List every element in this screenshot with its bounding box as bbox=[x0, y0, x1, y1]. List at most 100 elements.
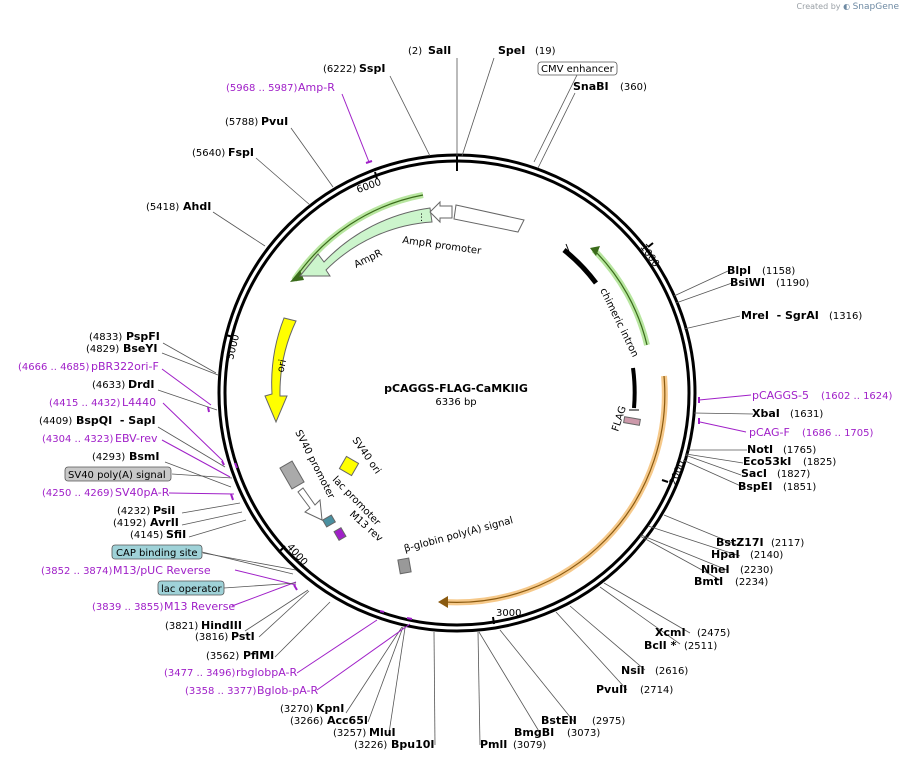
ori-label: ori bbox=[276, 358, 289, 373]
enzyme-pos-bstEII: (2975) bbox=[592, 716, 625, 727]
enzyme-pos-hindIII: (3821) bbox=[165, 621, 198, 632]
enzyme-site-hpaI: HpaI(2140) bbox=[711, 548, 783, 561]
enzyme-name-salI: SalI bbox=[428, 44, 451, 57]
enzyme-name-bclI: BclI * bbox=[644, 639, 677, 652]
enzyme-name-nsiI: NsiI bbox=[621, 664, 645, 677]
enzyme-pos-bsmI: (4293) bbox=[92, 452, 125, 463]
primer-name-pbr322ori-f: pBR322ori-F bbox=[91, 360, 159, 373]
plasmid-name: pCAGGS-FLAG-CaMKIIG bbox=[384, 382, 528, 395]
enzyme-site-acc65I: (3266)Acc65I bbox=[290, 714, 368, 727]
orange-feature-arrowhead bbox=[438, 596, 448, 608]
ampr-promoter-feature bbox=[453, 204, 525, 233]
enzyme-site-pspFI: (4833)PspFI bbox=[89, 330, 160, 343]
enzyme-pos-notI: (1765) bbox=[783, 445, 816, 456]
tick-label-6000: 6000 bbox=[355, 177, 383, 196]
enzyme-pos-avrII: (4192) bbox=[113, 518, 146, 529]
enzyme-site-psiI: (4232)PsiI bbox=[117, 504, 175, 517]
enzyme-pos-snaBI: (360) bbox=[620, 82, 647, 93]
lac-promoter-feature bbox=[321, 514, 337, 528]
beta-globin-feature bbox=[397, 557, 412, 575]
enzyme-name-acc65I: Acc65I bbox=[327, 714, 368, 727]
enzyme-pos-pstI: (3816) bbox=[195, 632, 228, 643]
enzyme-site-bpu10I: (3226)Bpu10I bbox=[354, 738, 435, 751]
enzyme-name-pflMI: PflMI bbox=[243, 649, 274, 662]
enzyme-name-notI: NotI bbox=[747, 443, 773, 456]
enzyme-pos-pmlI: (3079) bbox=[513, 740, 546, 751]
enzyme-site-snaBI: SnaBI(360) bbox=[573, 80, 647, 93]
enzyme-name-bsmI: BsmI bbox=[129, 450, 160, 463]
primer-range-pbr322ori-f: (4666 .. 4685) bbox=[18, 362, 90, 373]
flag-black-segment bbox=[631, 367, 637, 409]
enzyme-pos-pvuII: (2714) bbox=[640, 685, 673, 696]
enzyme-site-fspI: (5640)FspI bbox=[192, 146, 254, 159]
ampr-highlight-line bbox=[293, 194, 424, 281]
enzyme-name-kpnI: KpnI bbox=[316, 702, 344, 715]
tick-label-1000: 1000 bbox=[638, 242, 662, 269]
enzyme-name-mreI: MreI - SgrAI bbox=[741, 309, 819, 322]
cap-binding-site-label-box: CAP binding site bbox=[111, 544, 203, 560]
tick-label-4000: 4000 bbox=[284, 542, 309, 568]
ampr-highlight-arrowhead bbox=[290, 270, 304, 282]
enzyme-site-nheI: NheI(2230) bbox=[701, 563, 773, 576]
enzyme-pos-drdI: (4633) bbox=[92, 380, 125, 391]
primer-name-m13-reverse: M13 Reverse bbox=[164, 600, 235, 613]
enzyme-name-bstEII: BstEII bbox=[541, 714, 577, 727]
enzyme-pos-sacI: (1827) bbox=[777, 469, 810, 480]
enzyme-pos-bclI: (2511) bbox=[684, 641, 717, 652]
chimeric-intron-label: chimeric intron bbox=[597, 286, 640, 359]
enzyme-site-mreI: MreI - SgrAI(1316) bbox=[741, 309, 862, 322]
enzyme-site-bseYI: (4829)BseYI bbox=[86, 342, 157, 355]
enzyme-pos-bmgBI: (3073) bbox=[567, 728, 600, 739]
enzyme-site-xbaI: XbaI(1631) bbox=[752, 407, 823, 420]
enzyme-site-speI: SpeI (19) bbox=[498, 44, 556, 57]
ampr-dots: ⋮ bbox=[417, 213, 426, 223]
boxed-leader-lines bbox=[171, 74, 578, 589]
ampr-promoter-label: AmpR promoter bbox=[402, 235, 483, 257]
enzyme-pos-speI: (19) bbox=[535, 46, 556, 57]
enzyme-site-pstI: (3816)PstI bbox=[195, 630, 255, 643]
enzyme-name-pstI: PstI bbox=[231, 630, 255, 643]
enzyme-site-eco53kI: Eco53kI(1825) bbox=[743, 455, 836, 468]
sv40-polya-label-box: SV40 poly(A) signal bbox=[64, 466, 172, 482]
primer-range-bglob-pa-r: (3358 .. 3377) bbox=[185, 686, 257, 697]
primer-ebv-rev: (4304 .. 4323)EBV-rev bbox=[42, 432, 158, 445]
tick-label-2000: 2000 bbox=[668, 459, 688, 487]
enzyme-name-hindIII: HindIII bbox=[201, 619, 242, 632]
enzyme-pos-bspEI: (1851) bbox=[783, 482, 816, 493]
primer-leader-lines bbox=[161, 93, 752, 691]
primer-m13-puc-reverse: (3852 .. 3874)M13/pUC Reverse bbox=[41, 564, 211, 577]
primer-range-amp-r: (5968 .. 5987) bbox=[226, 83, 298, 94]
snapgene-logo-icon: ◐ bbox=[843, 2, 851, 11]
primer-range-pcaggs-5: (1602 .. 1624) bbox=[821, 391, 893, 402]
primer-range-m13-reverse: (3839 .. 3855) bbox=[92, 602, 164, 613]
flag-feature bbox=[623, 416, 641, 426]
chimeric-intron-feature bbox=[562, 248, 599, 285]
enzyme-pos-hpaI: (2140) bbox=[750, 550, 783, 561]
primer-pcag-f: pCAG-F(1686 .. 1705) bbox=[749, 426, 874, 439]
enzyme-pos-ahdI: (5418) bbox=[146, 202, 179, 213]
enzyme-name-avrII: AvrII bbox=[150, 516, 179, 529]
enzyme-site-bclI: BclI * (2511) bbox=[644, 639, 717, 652]
enzyme-site-sacI: SacI(1827) bbox=[741, 467, 810, 480]
enzyme-site-notI: NotI (1765) bbox=[747, 443, 816, 456]
enzyme-name-drdI: DrdI bbox=[128, 378, 155, 391]
chimeric-intron-highlight-arrowhead bbox=[590, 246, 600, 256]
enzyme-name-bsiWI: BsiWI bbox=[730, 276, 765, 289]
enzyme-name-eco53kI: Eco53kI bbox=[743, 455, 791, 468]
enzyme-name-speI: SpeI bbox=[498, 44, 525, 57]
enzyme-pos-pvuI: (5788) bbox=[225, 117, 258, 128]
cap-binding-site-label: CAP binding site bbox=[116, 548, 198, 559]
enzyme-site-drdI: (4633)DrdI bbox=[92, 378, 155, 391]
enzyme-pos-pflMI: (3562) bbox=[206, 651, 239, 662]
sv40-promoter-label: SV40 promoter bbox=[292, 428, 336, 501]
primer-sv40pa-r: (4250 .. 4269)SV40pA-R bbox=[42, 486, 170, 499]
enzyme-pos-nheI: (2230) bbox=[740, 565, 773, 576]
enzyme-site-hindIII: (3821)HindIII bbox=[165, 619, 242, 632]
enzyme-site-avrII: (4192) AvrII bbox=[113, 516, 179, 529]
enzyme-site-nsiI: NsiI(2616) bbox=[621, 664, 688, 677]
enzyme-site-kpnI: (3270)KpnI bbox=[280, 702, 344, 715]
primer-name-bglob-pa-r: Bglob-pA-R bbox=[257, 684, 319, 697]
ampr-label: AmpR bbox=[352, 248, 384, 271]
enzyme-pos-sspI: (6222) bbox=[323, 64, 356, 75]
enzyme-name-bspEI: BspEI bbox=[738, 480, 772, 493]
